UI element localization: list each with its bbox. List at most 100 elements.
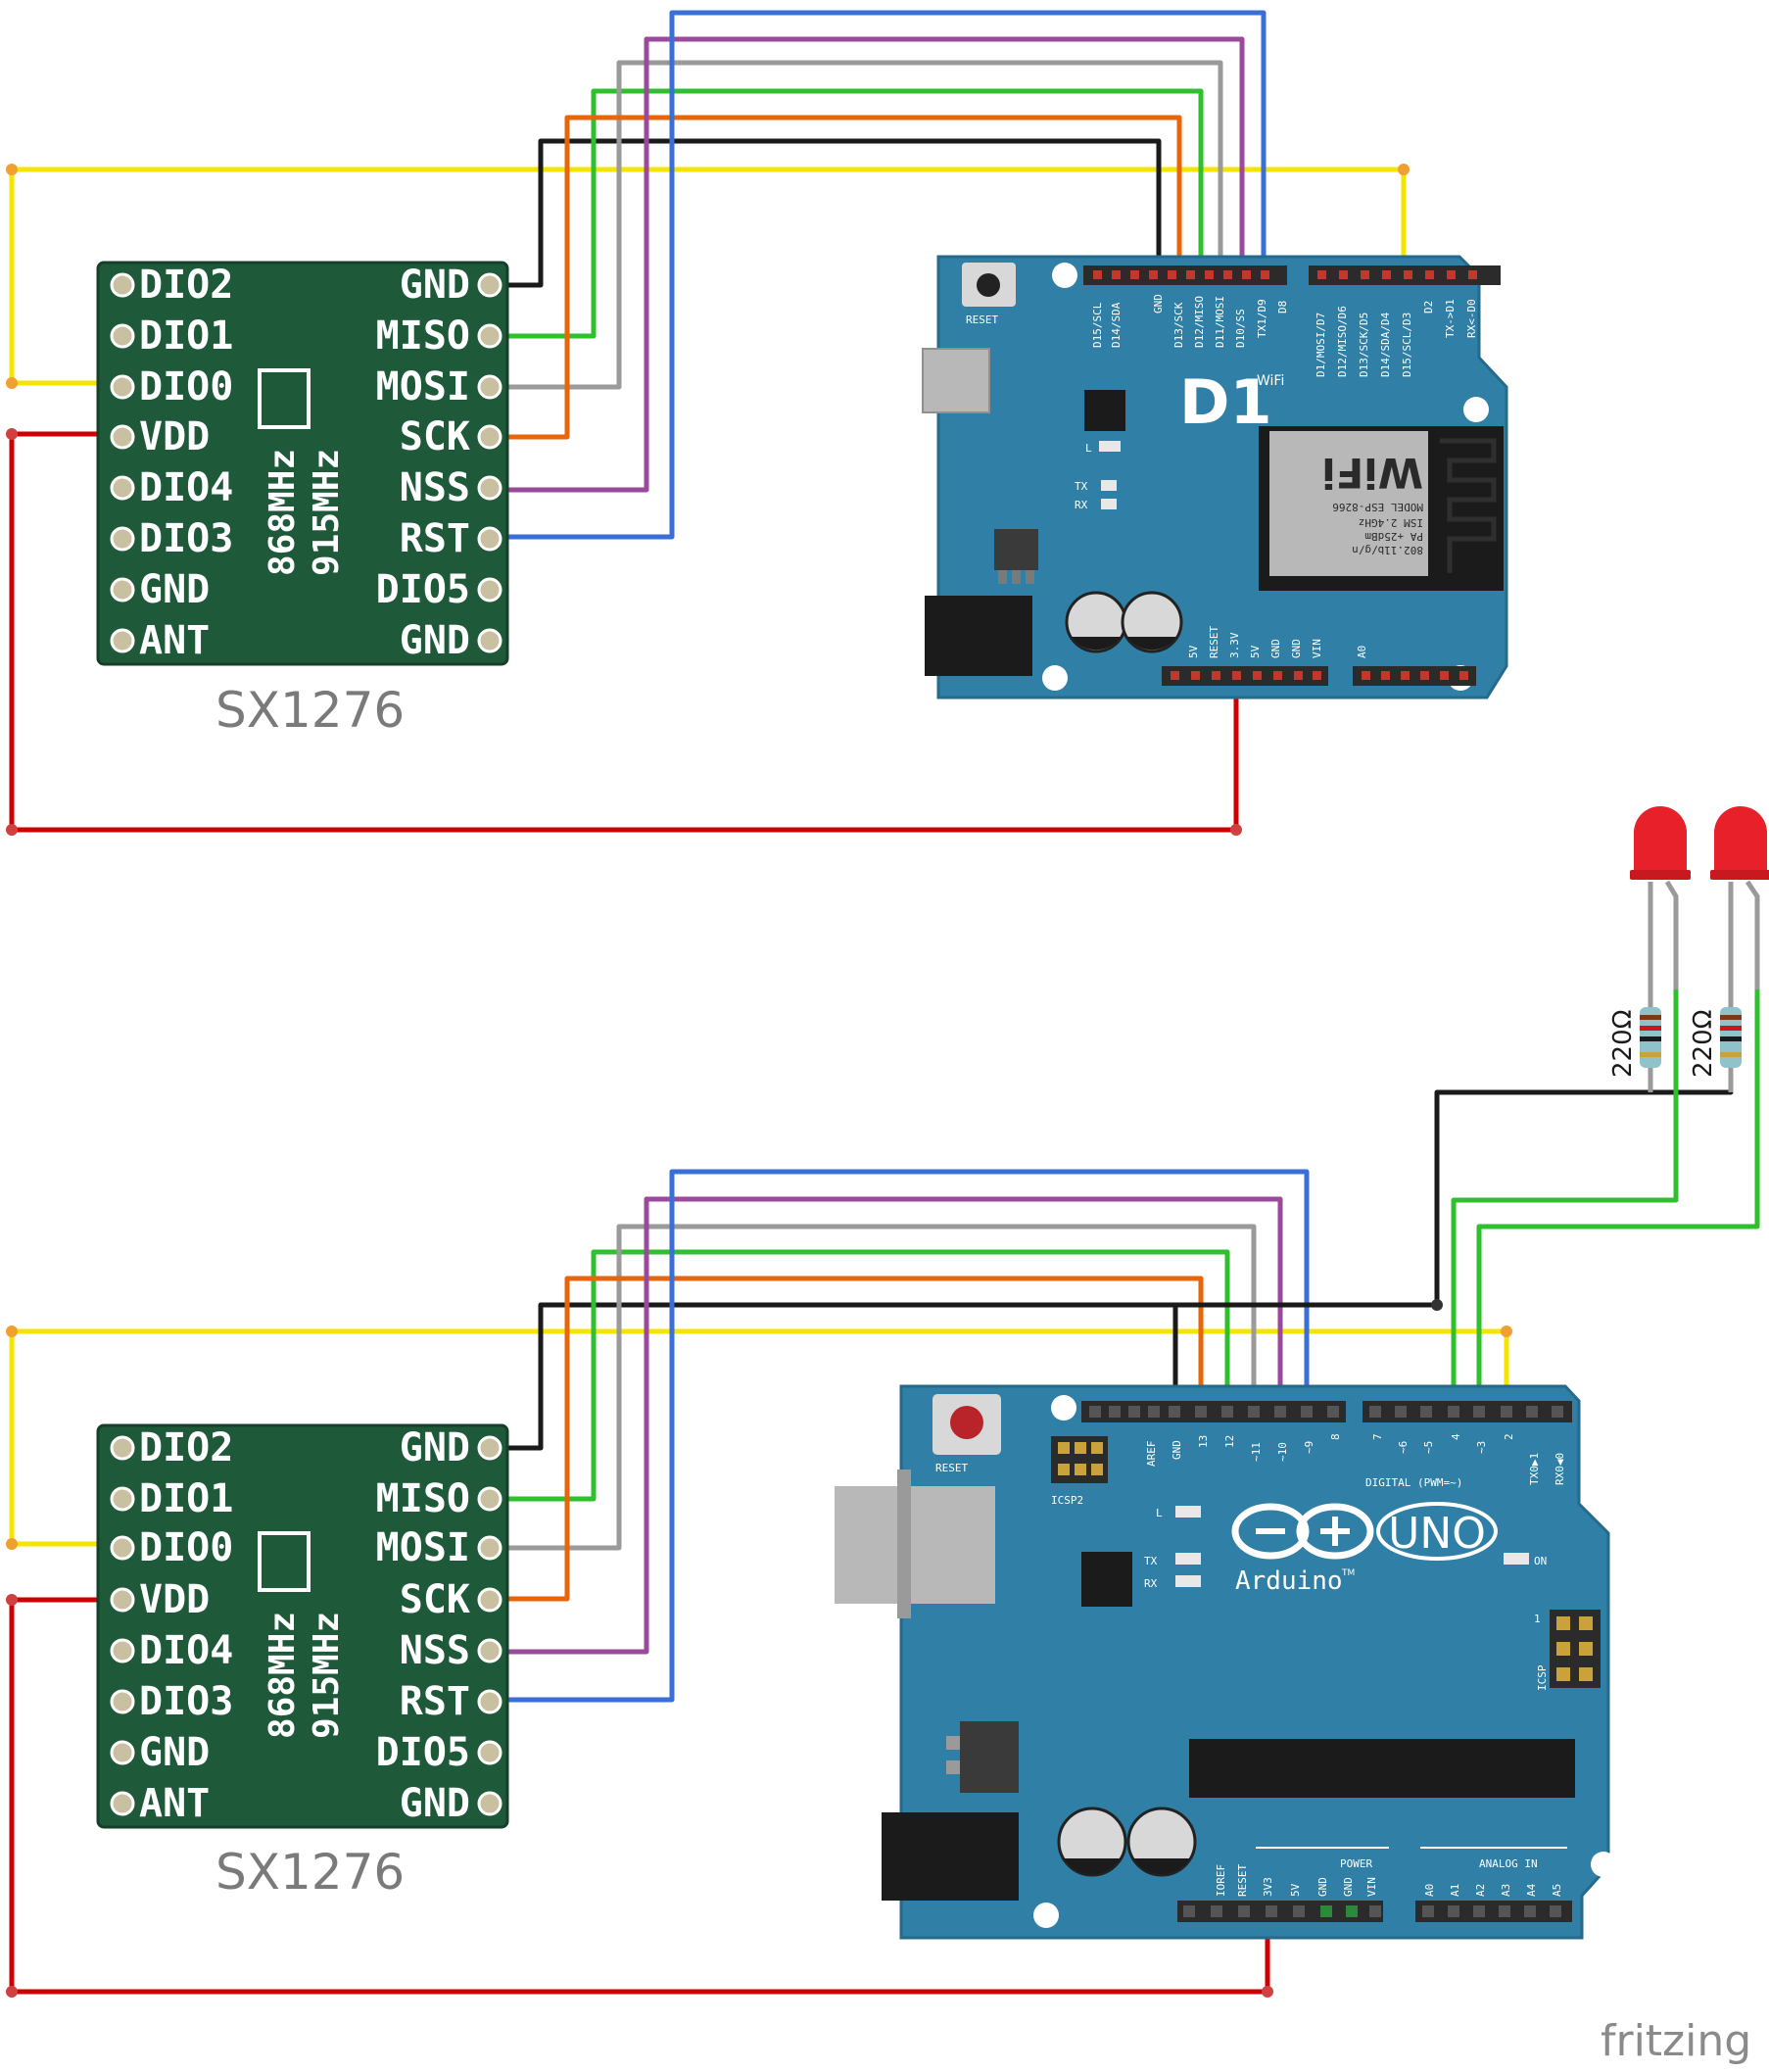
pin-label-ant: ANT [139, 618, 210, 663]
tx-label: TX [1075, 480, 1088, 493]
pin-label-aref: AREF [1145, 1441, 1158, 1468]
pin-label-rx-d0: RX<-D0 [1465, 299, 1478, 338]
pin-label-ant: ANT [139, 1781, 210, 1826]
pin-label-d3: D15/SCL/D3 [1401, 313, 1413, 377]
icsp2-label: ICSP2 [1051, 1494, 1083, 1507]
arduino-uno-board: RESET ICSP2 AREF GND 13 12 [835, 1384, 1616, 1940]
pin-label-mosi: MOSI [376, 1525, 470, 1570]
lora-module-top: DIO2 DIO1 DIO0 VDD DIO4 DIO3 GND ANT GND… [96, 261, 509, 666]
reset-label: RESET [966, 313, 998, 326]
wire-black-led-gnd [1172, 1089, 1734, 1308]
pin-label-d7: D1/MOSI/D7 [1315, 313, 1327, 377]
pin-label-reset: RESET [1208, 626, 1220, 658]
pin-label-rx0: RX0◀0 [1554, 1453, 1566, 1485]
rx-label: RX [1144, 1577, 1158, 1590]
pin-label-sck: SCK [400, 414, 470, 459]
pin-label-dio1: DIO1 [139, 1476, 233, 1521]
pin-label-reset: RESET [1236, 1864, 1249, 1897]
pin-label-gnd-r2: GND [400, 618, 470, 663]
pin-label-sck: SCK [400, 1577, 470, 1622]
pin-label-tx0: TX0▶1 [1528, 1453, 1541, 1485]
icsp-one-label: 1 [1534, 1613, 1541, 1625]
wires-bottom [9, 987, 1760, 1995]
pin-label-gnd: GND [139, 1730, 210, 1775]
pin-label-gnd: GND [1171, 1440, 1183, 1460]
pin-label-11: ~11 [1250, 1442, 1263, 1462]
pin-label-vin: VIN [1365, 1877, 1378, 1897]
pin-label-6: ~6 [1397, 1441, 1410, 1454]
pin-label-dio4: DIO4 [139, 1628, 233, 1673]
wire-orange-bottom [487, 1276, 1204, 1602]
pin-label-d11-mosi: D11/MOSI [1214, 296, 1226, 348]
pin-label-vdd: VDD [139, 1577, 210, 1622]
resistor-label-2: 220Ω [1689, 1010, 1718, 1079]
pin-label-8: 8 [1329, 1433, 1342, 1440]
wire-gray-top [487, 60, 1223, 390]
pin-label-d12-miso: D12/MISO [1193, 296, 1206, 348]
freq-label-868: 868MHz [263, 1612, 303, 1739]
pin-label-nss: NSS [400, 1628, 470, 1673]
arduino-brand: Arduino [1235, 1566, 1343, 1596]
pin-label-a4: A4 [1525, 1883, 1538, 1897]
pin-label-miso: MISO [376, 1476, 470, 1521]
power-label: POWER [1340, 1857, 1372, 1870]
pin-label-7: 7 [1371, 1433, 1384, 1440]
esp-model: MODEL ESP-8266 [1332, 501, 1423, 513]
pin-label-3v3: 3V3 [1262, 1877, 1274, 1897]
rx-label: RX [1075, 499, 1088, 511]
pin-label-d8: D8 [1276, 301, 1289, 313]
voltage-regulator [994, 529, 1038, 570]
bottom-header-analog [1353, 666, 1476, 686]
top-header-right [1363, 1401, 1572, 1422]
pin-label-gnd-r2: GND [400, 1781, 470, 1826]
arduino-tm: TM [1341, 1568, 1355, 1578]
d1-wifi-small: WiFi [1257, 373, 1284, 389]
pin-label-gnd-b: GND [1342, 1877, 1355, 1897]
pin-label-d4: D14/SDA/D4 [1379, 312, 1392, 377]
wire-black-bottom [487, 1302, 1178, 1451]
usb-connector [922, 348, 990, 413]
pin-label-3: ~3 [1475, 1441, 1488, 1454]
pin-label-vin: VIN [1311, 639, 1323, 658]
pin-label-3v3: 3.3V [1228, 632, 1241, 658]
freq-label-915: 915MHz [307, 1612, 347, 1739]
pin-label-4: 4 [1450, 1433, 1462, 1440]
pin-label-dio2: DIO2 [139, 1425, 233, 1470]
digital-label: DIGITAL (PWM=~) [1365, 1476, 1462, 1489]
pin-label-5: ~5 [1422, 1441, 1435, 1454]
module-caption-top: SX1276 [215, 682, 405, 739]
pin-label-dio3: DIO3 [139, 1679, 233, 1724]
usb-chip [1081, 1552, 1132, 1607]
pin-label-dio3: DIO3 [139, 516, 233, 561]
wire-joints [6, 164, 1512, 1998]
pin-label-gnd: GND [139, 567, 210, 612]
pin-label-d5: D13/SCK/D5 [1358, 313, 1370, 377]
resistor-2 [1720, 1007, 1742, 1068]
pin-label-9: ~9 [1303, 1441, 1315, 1454]
on-led-label: ON [1534, 1555, 1547, 1567]
wire-black-top [487, 138, 1162, 288]
pin-label-d14-sda: D14/SDA [1110, 302, 1123, 348]
pin-label-tx-d1: TX->D1 [1444, 299, 1457, 338]
pin-label-d15-scl: D15/SCL [1091, 302, 1104, 348]
wire-blue-bottom [487, 1169, 1310, 1703]
wire-green-led2 [1476, 987, 1760, 1414]
pin-label-5v: 5V [1289, 1883, 1302, 1897]
left-pins [110, 1435, 135, 1816]
wires-top [9, 10, 1407, 833]
freq-label-915: 915MHz [307, 449, 347, 576]
resistor-label-1: 220Ω [1608, 1010, 1638, 1079]
pin-label-d2: D2 [1422, 301, 1435, 313]
wire-purple-bottom [487, 1196, 1283, 1655]
wire-purple-top [487, 36, 1245, 493]
esp-ism: ISM 2.4GHz [1359, 516, 1423, 529]
pin-label-dio5: DIO5 [376, 1730, 470, 1775]
pin-label-tx1-d9: TX1/D9 [1256, 299, 1268, 338]
pin-label-10: ~10 [1276, 1442, 1289, 1462]
usb-b-connector [835, 1486, 995, 1604]
pin-label-12: 12 [1223, 1435, 1236, 1448]
pin-label-a0: A0 [1423, 1884, 1436, 1897]
pin-label-d10-ss: D10/SS [1234, 309, 1247, 348]
pin-label-2: 2 [1503, 1433, 1515, 1440]
